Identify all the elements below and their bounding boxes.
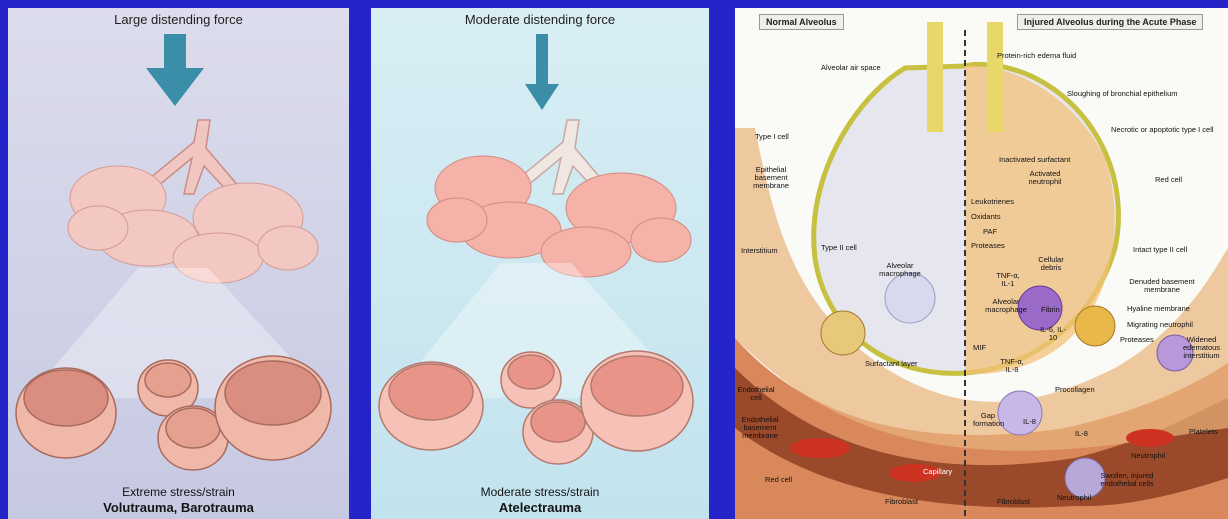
label-red-cell: Red cell (765, 476, 792, 484)
moderate-force-arrow (525, 34, 559, 110)
volutrauma-illustration (8, 8, 349, 519)
label-fibroblast-right: Fibroblast (997, 498, 1030, 506)
label-leukotrienes: Leukotrienes (971, 198, 1014, 206)
intact-alveoli (379, 351, 693, 464)
bronchial-tree (150, 120, 240, 196)
label-alveolar-air-space: Alveolar air space (821, 64, 881, 72)
volutrauma-panel: Large distending force Extreme stress/st… (8, 8, 349, 519)
macrophage-left (885, 273, 935, 323)
red-cell-shape-3 (1126, 429, 1174, 447)
bronchiole-left (927, 22, 943, 132)
alveolus-illustration (735, 8, 1228, 519)
normal-alveolus-header: Normal Alveolus (759, 14, 844, 30)
label-procollagen: Procollagen (1055, 386, 1095, 394)
label-il8-a: IL-8 (1023, 418, 1036, 426)
stress-caption: Moderate stress/strain (371, 485, 709, 499)
label-sloughing: Sloughing of bronchial epithelium (1067, 90, 1178, 98)
label-interstitium: Interstitium (741, 247, 778, 255)
red-cell-shape (790, 438, 850, 458)
label-type2-cell: Type II cell (821, 244, 857, 252)
label-il8-b: IL-8 (1075, 430, 1088, 438)
atelectrauma-illustration (371, 8, 709, 519)
label-proteases-right: Proteases (1120, 336, 1154, 344)
type2-cell-right (1075, 306, 1115, 346)
label-neutrophil-right: Neutrophil (1057, 494, 1091, 502)
label-denuded-bm: Denuded basement membrane (1127, 278, 1197, 294)
label-hyaline: Hyaline membrane (1127, 305, 1190, 313)
label-gap-formation: Gap formation (973, 412, 1003, 428)
label-protein-edema: Protein-rich edema fluid (997, 52, 1076, 60)
label-epithelial-bm: Epithelial basement membrane (741, 166, 801, 190)
label-platelets: Platelets (1189, 428, 1218, 436)
label-tnf-il8: TNF-α, IL-8 (997, 358, 1027, 374)
atelectrauma-panel: Moderate distending force Moderate stres… (371, 8, 709, 519)
type2-cell-left (821, 311, 865, 355)
label-alveolar-macrophage: Alveolar macrophage (875, 262, 925, 278)
label-intact-type2: Intact type II cell (1133, 246, 1187, 254)
alveolar-macrophage-right (998, 391, 1042, 435)
large-force-arrow (146, 34, 204, 106)
bronchiole-right (987, 22, 1003, 132)
label-capillary: Capillary (923, 468, 952, 476)
label-paf: PAF (983, 228, 997, 236)
injury-caption: Atelectrauma (371, 500, 709, 515)
label-migrating-neutrophil: Migrating neutrophil (1127, 321, 1193, 329)
label-oxidants: Oxidants (971, 213, 1001, 221)
label-swollen-cells: Swollen, injured endothelial cells (1087, 472, 1167, 488)
label-cellular-debris: Cellular debris (1033, 256, 1069, 272)
label-tnf-il1: TNF-α, IL-1 (993, 272, 1023, 288)
label-type1-cell: Type I cell (755, 133, 789, 141)
ruptured-alveoli (16, 356, 331, 470)
stress-caption: Extreme stress/strain (8, 485, 349, 499)
label-alveolar-macrophage-right: Alveolar macrophage (983, 298, 1029, 314)
label-activated-neutrophil: Activated neutrophil (1021, 170, 1069, 186)
alveolus-comparison-panel: Normal Alveolus Injured Alveolus during … (735, 8, 1228, 519)
label-inactivated-surfactant: Inactivated surfactant (999, 156, 1070, 164)
label-endothelial-bm: Endothelial basement membrane (735, 416, 785, 440)
label-neutrophil: Neutrophil (1131, 452, 1165, 460)
label-il6-il10: IL-6, IL-10 (1039, 326, 1067, 342)
injured-alveolus-header: Injured Alveolus during the Acute Phase (1017, 14, 1203, 30)
label-surfactant-layer: Surfactant layer (865, 360, 918, 368)
injury-caption: Volutrauma, Barotrauma (8, 500, 349, 515)
label-red-cell-right: Red cell (1155, 176, 1182, 184)
label-fibroblast: Fibroblast (885, 498, 918, 506)
label-necrotic: Necrotic or apoptotic type I cell (1111, 126, 1214, 134)
label-fibrin: Fibrin (1041, 306, 1060, 314)
label-endothelial-cell: Endothelial cell (735, 386, 777, 402)
label-mif: MIF (973, 344, 986, 352)
label-widened-interstitium: Widened edematous interstitium (1175, 336, 1228, 360)
label-proteases: Proteases (971, 242, 1005, 250)
